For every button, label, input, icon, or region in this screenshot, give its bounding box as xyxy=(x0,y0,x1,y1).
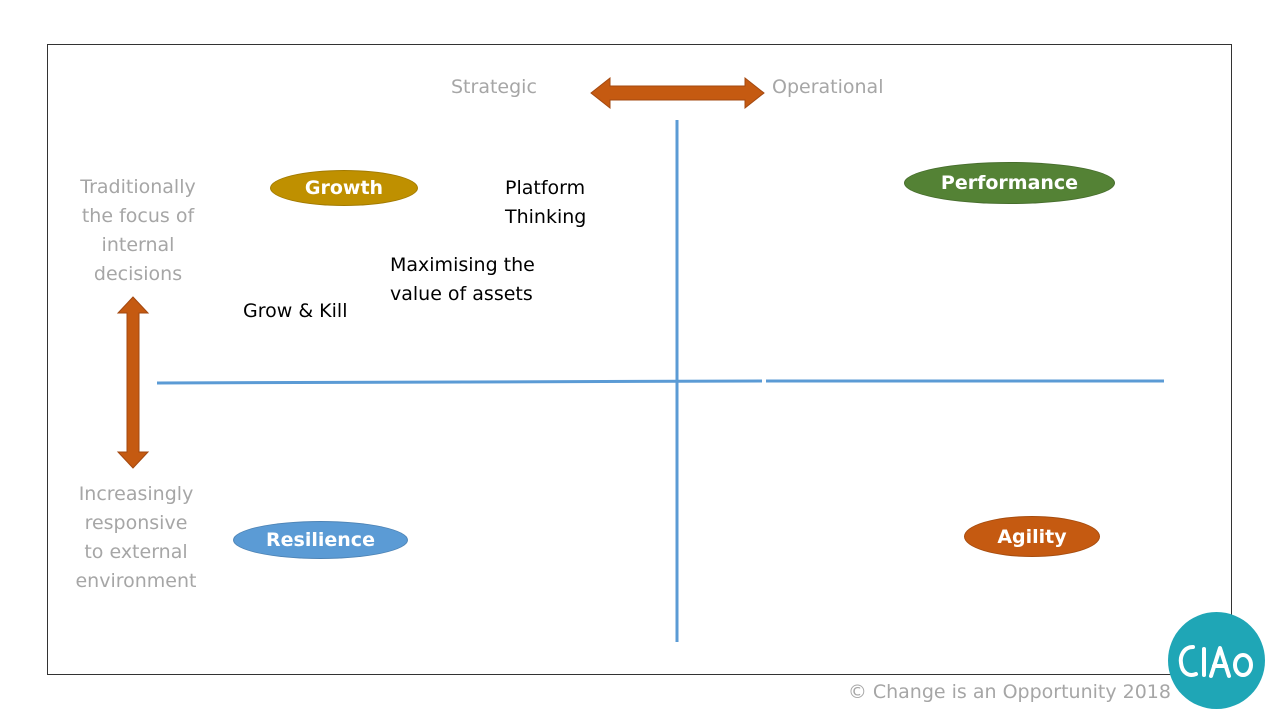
copyright-footer: © Change is an Opportunity 2018 xyxy=(847,681,1171,703)
grow-kill-text: Grow & Kill xyxy=(243,300,348,322)
maximising-assets-text: Maximising the value of assets xyxy=(390,254,535,305)
agility-quadrant-badge: Agility xyxy=(964,516,1100,557)
internal-external-arrow xyxy=(116,296,150,469)
ciao-logo-lettering xyxy=(1178,644,1253,678)
growth-quadrant-badge: Growth xyxy=(270,170,418,206)
strategic-label: Strategic xyxy=(451,76,537,98)
internal-decisions-label: Traditionally the focus of internal deci… xyxy=(80,176,196,285)
external-environment-label: Increasingly responsive to external envi… xyxy=(75,483,197,592)
strategic-operational-arrow xyxy=(590,76,765,110)
resilience-quadrant-badge: Resilience xyxy=(233,521,408,559)
performance-quadrant-badge: Performance xyxy=(904,162,1115,204)
ciao-logo-icon xyxy=(1168,612,1265,709)
platform-thinking-text: Platform Thinking xyxy=(505,177,587,228)
horizontal-axis-line-left xyxy=(156,379,763,385)
operational-label: Operational xyxy=(772,76,884,98)
slide-frame xyxy=(47,44,1232,675)
